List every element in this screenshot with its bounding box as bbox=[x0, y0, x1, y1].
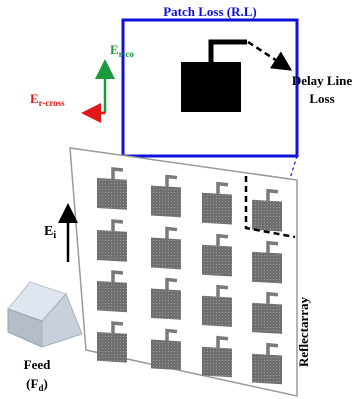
patch-square bbox=[97, 281, 127, 313]
patch-square bbox=[202, 346, 232, 378]
patch-element bbox=[151, 226, 181, 270]
callout-arrow bbox=[247, 40, 293, 71]
patch-square bbox=[97, 178, 127, 210]
reflectarray-panel bbox=[69, 147, 298, 397]
co-pol-label: Er-co bbox=[110, 42, 134, 59]
patch-square bbox=[252, 353, 282, 385]
patch-square bbox=[151, 288, 181, 320]
patch-element bbox=[252, 188, 282, 232]
delay-line-stub bbox=[216, 335, 229, 348]
patch-square bbox=[202, 192, 232, 225]
delay-line-stub bbox=[266, 188, 279, 201]
patch-element bbox=[151, 277, 181, 320]
patch-element bbox=[97, 321, 127, 363]
patch-element bbox=[252, 342, 282, 385]
delay-line-stub bbox=[165, 277, 178, 290]
delay-line-stub bbox=[216, 233, 229, 246]
inset-delay-line bbox=[208, 39, 247, 62]
patch-square bbox=[252, 199, 282, 232]
patch-square bbox=[151, 339, 181, 371]
delay-line-stub bbox=[266, 291, 279, 304]
patch-loss-inset: Patch Loss (R.L) bbox=[121, 4, 299, 158]
delay-line-stub bbox=[111, 219, 124, 231]
delay-line-stub bbox=[111, 167, 124, 179]
patch-square bbox=[151, 185, 181, 218]
patch-element bbox=[202, 284, 232, 327]
highlight-cell-outline bbox=[244, 176, 296, 239]
incident-field-label: Ei bbox=[44, 224, 56, 241]
patch-square bbox=[252, 251, 282, 284]
delay-line-stub bbox=[111, 270, 124, 282]
feed-label-line2: (Fd) bbox=[26, 376, 48, 393]
patch-square bbox=[252, 302, 282, 334]
patch-element bbox=[202, 335, 232, 378]
delay-line-stub bbox=[165, 174, 178, 187]
patch-square bbox=[151, 237, 181, 270]
inset-patch bbox=[181, 62, 241, 112]
delay-line-stub bbox=[111, 321, 124, 333]
patch-square bbox=[202, 244, 232, 277]
inset-title: Patch Loss (R.L) bbox=[163, 4, 257, 19]
patch-element bbox=[151, 328, 181, 371]
feed-label-line1: Feed bbox=[24, 357, 51, 372]
patch-element bbox=[202, 181, 232, 225]
patch-element bbox=[97, 270, 127, 313]
delay-line-stub bbox=[216, 181, 229, 194]
delay-line-loss-label-1: Delay Line bbox=[292, 73, 353, 88]
reflectarray-label: Reflectarray bbox=[296, 296, 311, 367]
delay-line-loss-label-2: Loss bbox=[309, 91, 334, 106]
delay-line-stub bbox=[216, 284, 229, 297]
field-axes: Er-co Er-cross bbox=[30, 42, 134, 123]
patch-element bbox=[97, 219, 127, 262]
patch-square bbox=[97, 332, 127, 363]
patch-element bbox=[252, 291, 282, 334]
patch-element bbox=[97, 167, 127, 210]
patch-element bbox=[202, 233, 232, 277]
patch-square bbox=[202, 295, 232, 327]
delay-line-stub bbox=[266, 240, 279, 253]
delay-line-stub bbox=[266, 342, 279, 355]
patch-grid bbox=[97, 167, 282, 385]
feed-horn-side bbox=[41, 293, 83, 348]
patch-square bbox=[97, 230, 127, 262]
delay-line-stub bbox=[165, 226, 178, 239]
patch-element bbox=[151, 174, 181, 218]
feed-horn bbox=[7, 281, 83, 348]
cross-pol-label: Er-cross bbox=[30, 91, 65, 108]
delay-line-stub bbox=[165, 328, 178, 341]
patch-element bbox=[252, 240, 282, 284]
